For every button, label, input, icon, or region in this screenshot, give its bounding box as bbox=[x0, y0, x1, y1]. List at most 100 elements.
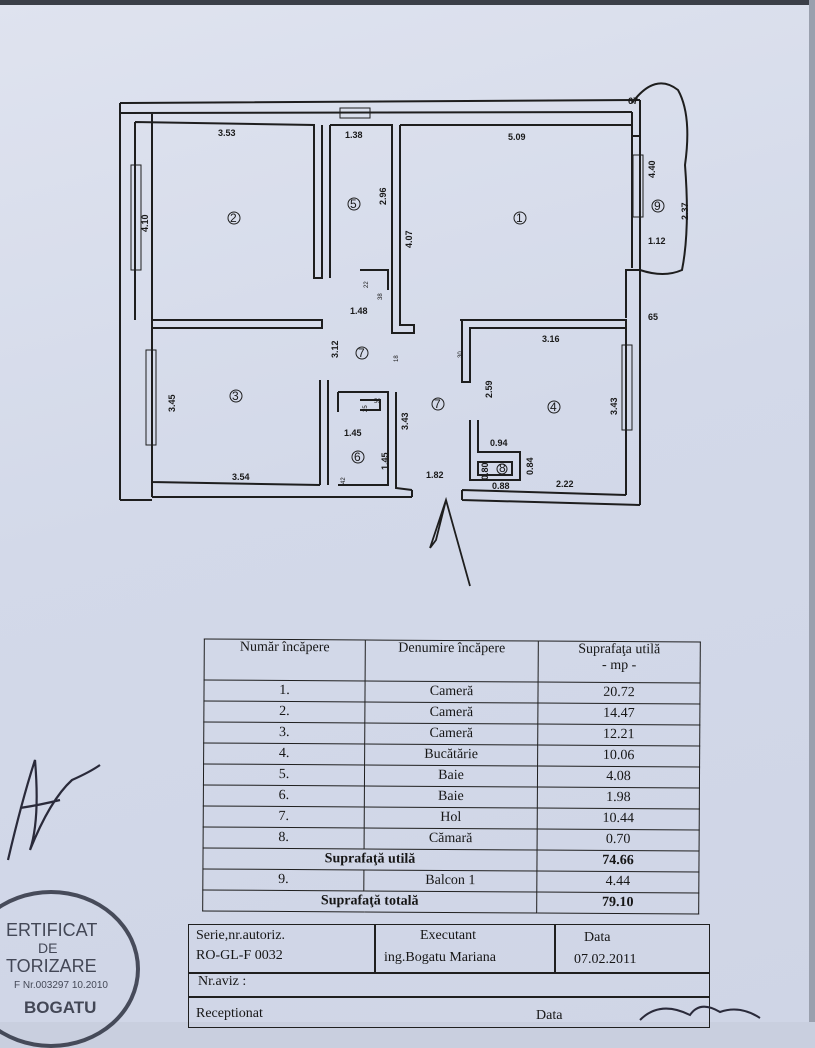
row-nr: 6. bbox=[203, 784, 365, 807]
row-nr: 7. bbox=[203, 805, 365, 828]
row-name: Balcon 1 bbox=[363, 869, 537, 893]
signature-box: Serie,nr.autoriz. RO-GL-F 0032 Executant… bbox=[188, 924, 710, 1028]
row-nr: 1. bbox=[203, 679, 366, 702]
dim-label: 2.37 bbox=[680, 202, 690, 220]
top-border bbox=[0, 0, 815, 5]
dim-label: 38 bbox=[378, 293, 384, 300]
room-number: 1 bbox=[516, 211, 523, 225]
useful-area-value: 74.66 bbox=[536, 850, 700, 873]
stamp-text: ERTIFICAT bbox=[6, 920, 98, 940]
row-name: Cămară bbox=[364, 827, 538, 851]
dim-label: 3.43 bbox=[400, 412, 410, 430]
dim-label: 1.12 bbox=[648, 236, 666, 246]
row-name: Cameră bbox=[364, 701, 538, 725]
dim-label: 3.16 bbox=[542, 334, 560, 344]
row-name: Baie bbox=[364, 764, 538, 788]
dim-label: 1.45 bbox=[380, 452, 390, 470]
row-name: Baie bbox=[364, 785, 538, 809]
serie-cell bbox=[188, 924, 376, 974]
row-area: 20.72 bbox=[537, 682, 701, 705]
room-number: 4 bbox=[550, 400, 557, 414]
stamp-text: BOGATU bbox=[24, 998, 97, 1017]
room-number: 7 bbox=[358, 346, 365, 360]
executant-cell bbox=[374, 924, 556, 974]
dim-label: 1.82 bbox=[426, 470, 444, 480]
dim-label: 3.12 bbox=[330, 340, 340, 358]
total-area-value: 79.10 bbox=[536, 892, 699, 915]
room-number: 5 bbox=[350, 197, 357, 211]
header-useful-area: Suprafaţa utilă - mp - bbox=[538, 641, 701, 684]
room-number: 9 bbox=[654, 199, 661, 213]
row-area: 10.06 bbox=[537, 745, 700, 768]
executant-value: ing.Bogatu Mariana bbox=[384, 950, 496, 965]
row-area: 12.21 bbox=[537, 724, 700, 747]
window-room-4 bbox=[621, 344, 633, 431]
dim-label: 1.48 bbox=[350, 306, 368, 316]
dim-label: 0.94 bbox=[490, 438, 508, 448]
window-room-5 bbox=[339, 107, 371, 119]
area-table: Număr încăpere Denumire încăpere Suprafa… bbox=[202, 638, 701, 915]
dim-label: 1.38 bbox=[345, 130, 363, 140]
dim-label: 3.43 bbox=[609, 397, 619, 415]
aviz-label: Nr.aviz : bbox=[198, 974, 247, 989]
useful-area-label: Suprafaţă utilă bbox=[202, 847, 538, 872]
dim-label: 30 bbox=[458, 351, 464, 358]
window-room-2 bbox=[130, 164, 142, 271]
total-area-row: Suprafaţă totală 79.10 bbox=[202, 889, 699, 915]
row-nr: 9. bbox=[202, 868, 364, 891]
room-number: 8 bbox=[499, 461, 506, 475]
serie-label: Serie,nr.autoriz. bbox=[196, 928, 286, 943]
dim-label: 0.84 bbox=[525, 457, 535, 475]
dim-label: 50 bbox=[374, 399, 381, 405]
dim-label: 67 bbox=[628, 96, 638, 106]
authorization-stamp: ERTIFICAT DE TORIZARE F Nr.003297 10.201… bbox=[0, 890, 140, 1048]
row-name: Cameră bbox=[364, 722, 538, 746]
room-number: 3 bbox=[232, 389, 239, 403]
receptionat-label: Receptionat bbox=[196, 1006, 263, 1021]
dim-label: 42 bbox=[341, 477, 347, 484]
row-area: 1.98 bbox=[537, 787, 700, 810]
window-room-1 bbox=[632, 154, 644, 218]
row-name: Hol bbox=[364, 806, 538, 830]
row-nr: 4. bbox=[203, 742, 365, 765]
date-value: 07.02.2011 bbox=[574, 952, 637, 967]
row-area: 0.70 bbox=[537, 829, 700, 852]
dim-label: 4.10 bbox=[140, 214, 150, 232]
receptionat-cell bbox=[188, 996, 710, 1028]
dim-label: 25 bbox=[363, 405, 369, 412]
date-cell bbox=[554, 924, 710, 974]
row-area: 4.08 bbox=[537, 766, 700, 789]
dim-label: 0.80 bbox=[480, 462, 490, 480]
date-label: Data bbox=[584, 930, 611, 945]
dim-label: 22 bbox=[364, 281, 370, 288]
dim-label: 2.59 bbox=[484, 380, 494, 398]
dim-label: 18 bbox=[394, 355, 400, 362]
row-area: 10.44 bbox=[537, 808, 700, 831]
row-nr: 3. bbox=[203, 721, 365, 744]
dim-label: 2.96 bbox=[378, 187, 388, 205]
row-name: Bucătărie bbox=[364, 743, 538, 767]
dim-label: 3.45 bbox=[167, 394, 177, 412]
executant-label: Executant bbox=[420, 928, 476, 943]
dim-label: 5.09 bbox=[508, 132, 526, 142]
dim-label: 3.53 bbox=[218, 128, 236, 138]
window-room-3 bbox=[145, 349, 157, 446]
row-nr: 8. bbox=[203, 826, 365, 849]
header-room-number: Număr încăpere bbox=[204, 638, 366, 681]
entrance-arrow-icon bbox=[429, 496, 471, 587]
right-edge bbox=[809, 0, 815, 1022]
floor-plan: 3.53 1.38 5.09 67 4.10 2.96 4.07 4.40 2.… bbox=[119, 82, 690, 587]
row-area: 4.44 bbox=[536, 871, 699, 894]
dim-label: 65 bbox=[648, 312, 658, 322]
stamp-text: F Nr.003297 10.2010 bbox=[14, 980, 108, 991]
stamp-text: TORIZARE bbox=[6, 956, 97, 976]
serie-value: RO-GL-F 0032 bbox=[196, 948, 283, 963]
